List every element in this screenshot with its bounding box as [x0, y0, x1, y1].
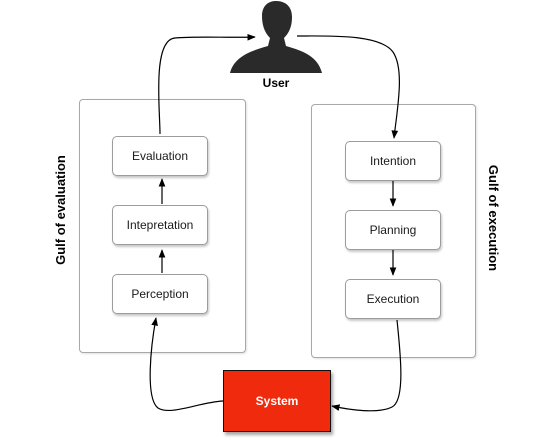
user-silhouette-icon: [230, 1, 322, 73]
system-box: System: [223, 370, 331, 432]
execution-node-label: Execution: [366, 292, 420, 306]
gulf-of-execution-title: Gulf of execution: [486, 164, 501, 272]
arrow-evaluation-to-user: [158, 33, 256, 135]
planning-node-label: Planning: [369, 223, 417, 237]
intepretation-node-label: Intepretation: [126, 218, 194, 232]
planning-node: Planning: [345, 210, 441, 250]
intention-node: Intention: [345, 141, 441, 181]
perception-node-label: Perception: [131, 287, 189, 301]
intention-node-label: Intention: [369, 154, 417, 168]
perception-node: Perception: [112, 274, 208, 314]
arrow-execution-to-system: [331, 319, 402, 412]
user-label: User: [262, 76, 290, 90]
evaluation-node-label: Evaluation: [131, 149, 189, 163]
arrow-user-to-intention: [296, 35, 400, 139]
evaluation-node: Evaluation: [112, 136, 208, 176]
arrow-system-to-perception: [149, 317, 224, 412]
gulf-of-evaluation-title: Gulf of evaluation: [53, 155, 68, 265]
execution-node: Execution: [345, 279, 441, 319]
system-label: System: [255, 394, 299, 408]
intepretation-node: Intepretation: [112, 205, 208, 245]
